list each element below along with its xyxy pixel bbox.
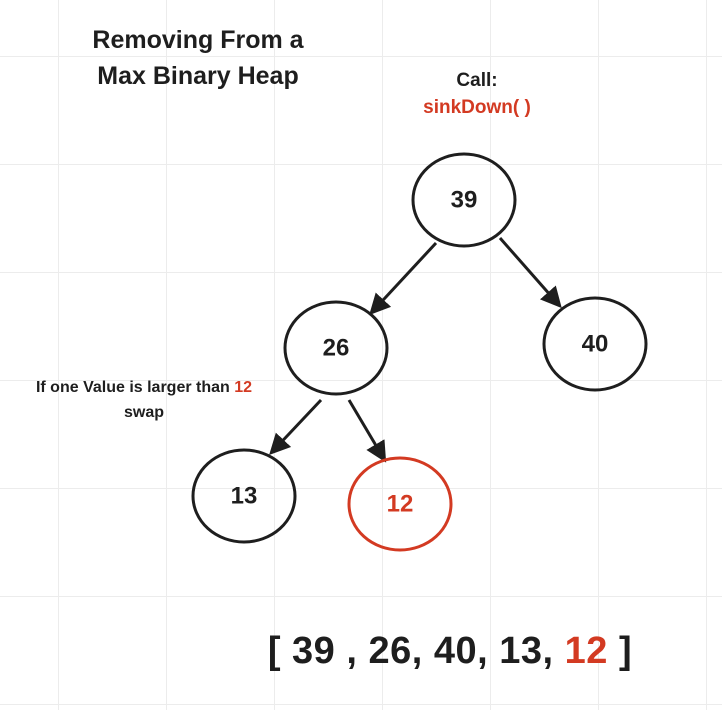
call-label: Call: [456, 70, 498, 91]
node-circle-26 [283, 300, 389, 396]
node-label-13: 13 [231, 482, 258, 509]
note-swap-text: swap [123, 404, 164, 421]
swap-note: If one Value is larger than 12 swap [10, 375, 278, 425]
array-close-bracket: ] [619, 630, 633, 672]
tree-node-26: 26 [283, 300, 389, 396]
heap-array: [ 39 , 26, 40, 13, 12 ] [200, 630, 700, 673]
note-text: If one Value is larger than [35, 379, 230, 396]
tree-node-12: 12 [347, 456, 453, 552]
array-item-3: 13, [499, 630, 554, 672]
node-circle-13 [191, 448, 297, 544]
edge-n26-n13 [269, 398, 323, 456]
title-line-2: Max Binary Heap [97, 62, 299, 90]
tree-node-39: 39 [411, 152, 517, 248]
node-label-39: 39 [451, 186, 478, 213]
edge-n39-n26 [369, 241, 438, 316]
edge-n39-n40 [498, 237, 562, 309]
array-open-bracket: [ [267, 630, 281, 672]
node-label-40: 40 [582, 330, 609, 357]
edge-n26-n12 [347, 399, 387, 463]
note-highlight-value: 12 [234, 379, 253, 396]
node-circle-12 [347, 456, 453, 552]
array-item-highlight: 12 [564, 630, 608, 672]
diagram-title: Removing From a Max Binary Heap [40, 22, 356, 94]
call-function: sinkDown( ) [423, 97, 531, 118]
array-item-1: 26, [368, 630, 423, 672]
tree-node-13: 13 [191, 448, 297, 544]
node-circle-40 [542, 296, 648, 392]
array-item-2: 40, [433, 630, 489, 672]
node-label-26: 26 [323, 334, 350, 361]
tree-node-40: 40 [542, 296, 648, 392]
node-circle-39 [411, 152, 517, 248]
array-item-0: 39 , [292, 630, 358, 672]
title-line-1: Removing From a [92, 26, 304, 54]
node-label-12: 12 [387, 490, 414, 517]
